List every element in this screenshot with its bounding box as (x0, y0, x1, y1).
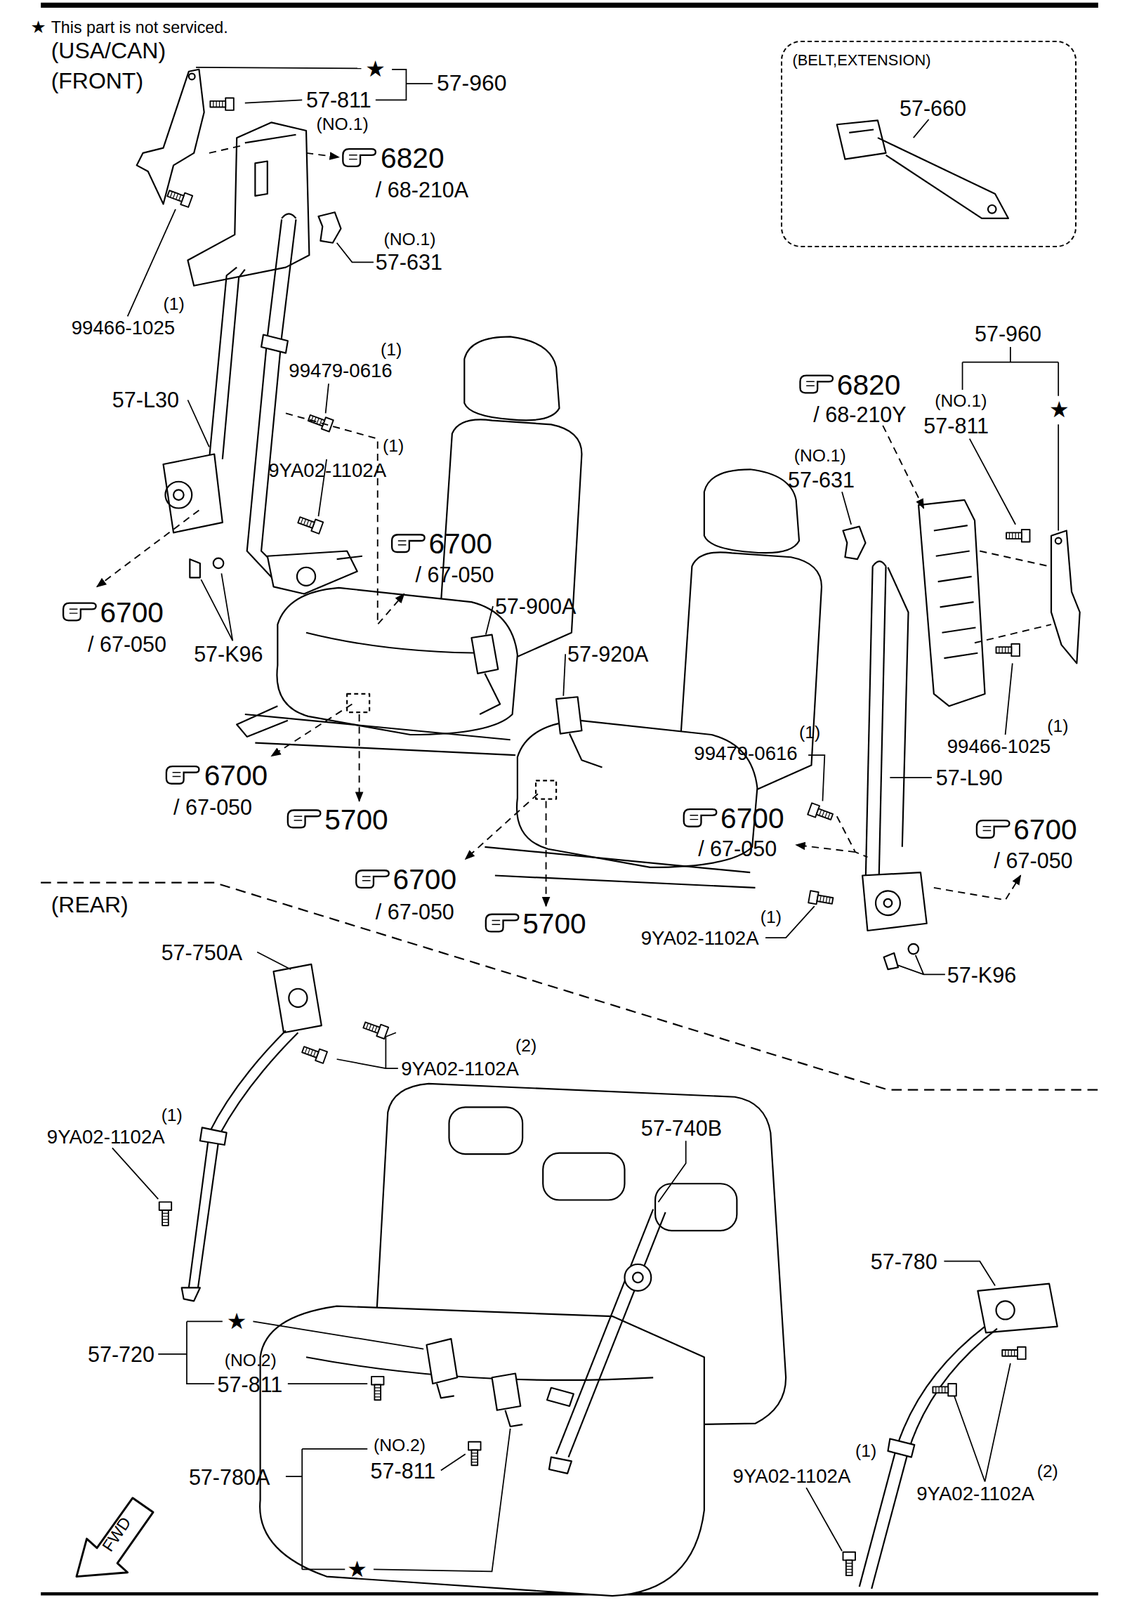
section-note: (NO.1) (934, 392, 987, 411)
part-number: 57-780A (188, 1466, 270, 1489)
section-note: (USA/CAN) (51, 40, 166, 63)
part-number: 57-660 (899, 97, 967, 120)
part-number: 57-811 (306, 89, 372, 111)
reference-group: 6820 (380, 143, 445, 173)
part-number: 57-960 (974, 323, 1042, 345)
quantity-note: (1) (799, 723, 821, 742)
reference-group: 6700 (393, 865, 458, 894)
reference-number: / 68-210Y (813, 403, 906, 426)
section-note: (NO.2) (373, 1436, 426, 1455)
part-number: 9YA02-1102A (733, 1466, 852, 1486)
reference-number: / 67-050 (698, 837, 777, 860)
section-note: (NO.1) (383, 231, 436, 249)
reference-group: 6700 (720, 804, 785, 833)
part-number: 57-780 (870, 1250, 938, 1273)
reference-number: / 67-050 (375, 900, 455, 923)
part-number: 9YA02-1102A (268, 460, 387, 481)
reference-number: / 67-050 (173, 796, 253, 819)
part-number: 57-631 (375, 251, 443, 274)
reference-group: 6700 (1013, 815, 1078, 845)
section-note: (NO.2) (224, 1351, 277, 1370)
not-serviced-star: ★ (1049, 398, 1070, 422)
part-number: 9YA02-1102A (400, 1058, 519, 1079)
part-number: 9YA02-1102A (47, 1127, 166, 1147)
part-number: 57-811 (217, 1373, 283, 1396)
quantity-note: (1) (161, 1106, 183, 1125)
part-number: 99466-1025 (71, 318, 175, 338)
part-number: 57-811 (923, 415, 989, 437)
quantity-note: (1) (163, 295, 185, 314)
section-note: (FRONT) (51, 70, 144, 93)
reference-number: / 67-050 (87, 633, 167, 656)
part-number: 57-960 (436, 72, 508, 95)
not-serviced-star: ★ (30, 18, 47, 37)
part-number: 99479-0616 (693, 743, 798, 764)
reference-number: / 68-210A (375, 179, 469, 201)
reference-group: 6700 (428, 529, 493, 559)
reference-group: 5700 (522, 909, 587, 939)
reference-group: 6700 (99, 598, 164, 628)
part-number: 57-920A (567, 643, 649, 666)
part-number: 57-900A (495, 595, 576, 618)
part-number: 9YA02-1102A (916, 1483, 1035, 1504)
part-number: 57-L90 (936, 766, 1003, 789)
reference-group: 5700 (324, 805, 389, 835)
quantity-note: (1) (380, 341, 402, 359)
section-note: (NO.1) (316, 115, 369, 134)
section-note: (REAR) (51, 893, 129, 917)
reference-number: / 67-050 (994, 849, 1073, 872)
quantity-note: (2) (515, 1037, 537, 1055)
part-number: 57-811 (370, 1459, 437, 1482)
belt-extension-panel: (BELT,EXTENSION) 57-660 (780, 40, 1077, 248)
quantity-note: (2) (1037, 1462, 1059, 1481)
reference-group: 6820 (837, 370, 901, 400)
quantity-note: (1) (382, 437, 404, 456)
quantity-note: (1) (1047, 717, 1069, 736)
part-number: 57-K96 (947, 964, 1017, 986)
part-number: 9YA02-1102A (641, 928, 760, 948)
part-number: 99479-0616 (288, 360, 392, 381)
part-number: 99466-1025 (947, 736, 1051, 757)
panel-heading: (BELT,EXTENSION) (792, 52, 931, 69)
part-number: 57-K96 (193, 643, 263, 666)
part-number: 57-720 (87, 1343, 155, 1366)
quantity-note: (1) (760, 908, 782, 927)
reference-group: 6700 (204, 761, 269, 790)
section-note: (NO.1) (794, 447, 847, 465)
part-number: 57-L30 (112, 389, 180, 411)
not-serviced-star: ★ (346, 1558, 368, 1581)
not-serviced-star: ★ (226, 1310, 248, 1333)
quantity-note: (1) (855, 1442, 877, 1460)
part-number: 57-631 (787, 469, 855, 491)
not-serviced-star: ★ (365, 58, 386, 81)
note-text: This part is not serviced. (51, 19, 229, 36)
part-number: 57-740B (641, 1117, 722, 1139)
reference-number: / 67-050 (415, 563, 495, 586)
part-number: 57-750A (161, 941, 243, 964)
